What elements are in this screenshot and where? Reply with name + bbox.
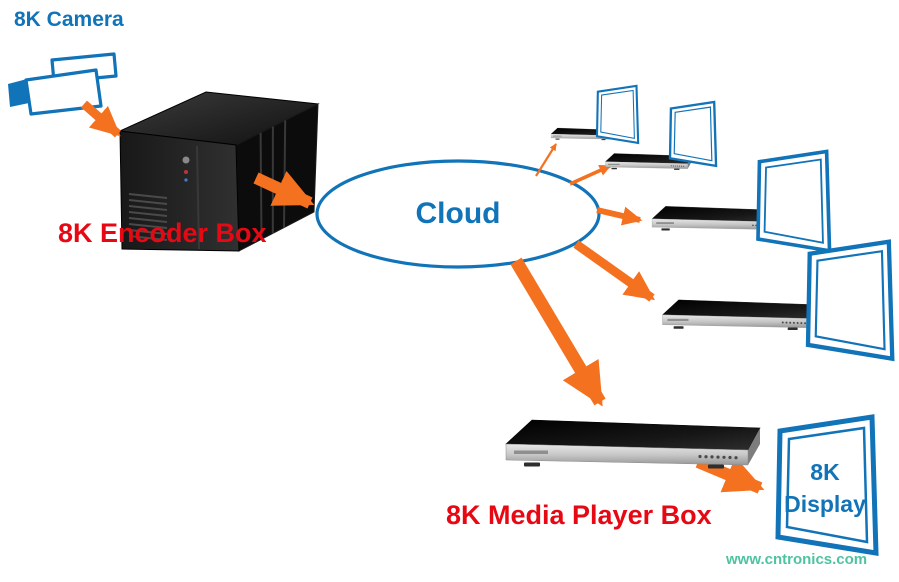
- camera-label: 8K Camera: [14, 8, 124, 31]
- arrow-cloud-to-player-4: [573, 240, 655, 302]
- display-8k-label-line2: Display: [784, 491, 866, 518]
- arrow-cloud-to-player-1: [535, 143, 557, 177]
- display-3: [756, 149, 832, 253]
- video-camera-icon: [8, 52, 118, 116]
- encoder-power-button: [182, 156, 190, 164]
- encoder-led-2: [184, 178, 188, 182]
- encoder-led: [184, 170, 188, 174]
- display-1: [595, 84, 640, 145]
- encoder-box-image: [118, 91, 320, 252]
- encoder-label: 8K Encoder Box: [58, 218, 267, 248]
- arrow-cloud-to-player-3: [596, 206, 643, 226]
- media-player-box-4: [662, 299, 821, 331]
- display-8k-label-line1: 8K: [810, 459, 840, 485]
- media-player-label: 8K Media Player Box: [446, 500, 712, 530]
- arrow-cloud-to-player-2: [569, 164, 612, 186]
- media-player-box-large: [505, 419, 761, 469]
- display-8k-label: 8K Display: [782, 456, 868, 520]
- display-2: [668, 100, 718, 168]
- arrow-player-to-display: [695, 456, 765, 494]
- arrow-camera-to-encoder: [81, 100, 121, 138]
- arrow-cloud-to-large-player: [510, 257, 606, 407]
- encoder-vent-grille: [128, 193, 168, 241]
- cloud-shape: [315, 159, 601, 269]
- display-4: [808, 242, 892, 359]
- watermark: www.cntronics.com: [726, 551, 868, 568]
- cloud-label: Cloud: [415, 197, 501, 230]
- arrow-encoder-to-cloud: [253, 170, 315, 209]
